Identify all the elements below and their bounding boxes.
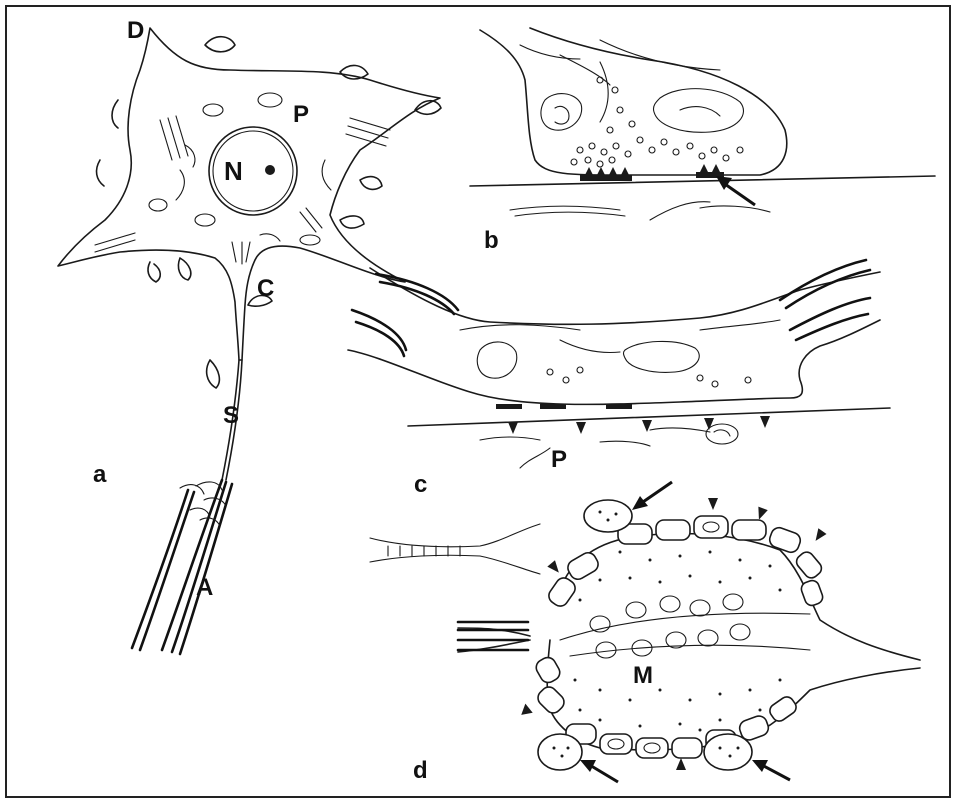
panel-d-nuclei	[560, 594, 810, 658]
nucleolus	[265, 165, 275, 175]
label-S: S	[223, 402, 239, 429]
panel-d-axon-bundle	[458, 622, 528, 650]
label-A: A	[196, 574, 213, 601]
panel-label-a: a	[93, 461, 107, 488]
panel-d-surrounding-cells	[533, 516, 824, 758]
panel-d	[370, 482, 920, 782]
panel-d-cell-nuclei	[608, 522, 719, 753]
panel-b-organelles	[520, 40, 743, 132]
panel-c-organelles	[460, 320, 780, 387]
label-N: N	[224, 156, 243, 186]
myelinated-axon	[132, 480, 232, 654]
figure-frame	[6, 6, 950, 797]
panel-d-target-outline	[458, 534, 920, 750]
label-C: C	[257, 275, 274, 302]
panel-b-extracellular	[510, 202, 770, 220]
label-P-a: P	[293, 101, 309, 128]
panel-c-extracellular	[480, 424, 738, 468]
panel-d-junction	[370, 524, 540, 574]
panel-c-synaptic-densities	[496, 404, 632, 409]
panel-b	[470, 28, 935, 220]
nucleus	[209, 127, 297, 215]
panel-label-b: b	[484, 227, 499, 254]
label-P-c: P	[551, 446, 567, 473]
panel-d-stipple	[574, 551, 782, 732]
panel-c	[348, 260, 890, 468]
panel-c-myelin-left	[352, 274, 458, 356]
panel-label-c: c	[414, 471, 427, 498]
neuron-soma-outline	[58, 28, 440, 360]
panel-label-d: d	[413, 757, 428, 784]
panel-b-vesicles	[571, 77, 743, 167]
panel-c-myelin-right	[780, 260, 870, 340]
label-D: D	[127, 17, 144, 44]
label-M: M	[633, 662, 653, 689]
